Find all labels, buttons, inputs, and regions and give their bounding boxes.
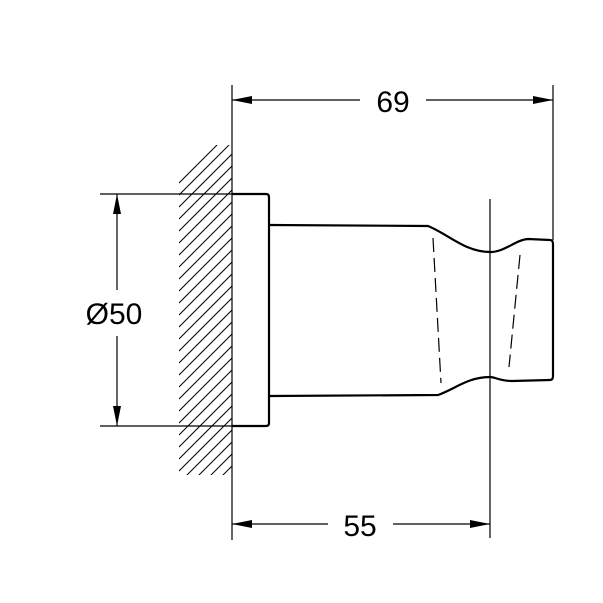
dimension-diameter-50: Ø50 bbox=[86, 194, 143, 426]
hatch-line bbox=[179, 153, 232, 208]
hatch-line bbox=[179, 213, 232, 268]
rosette-flange bbox=[232, 192, 271, 428]
hatch-line bbox=[179, 357, 232, 412]
hatch-line bbox=[179, 514, 232, 567]
hatch-line bbox=[179, 177, 232, 232]
hatch-line bbox=[179, 490, 232, 543]
hatch-line bbox=[179, 285, 232, 340]
hatch-line bbox=[179, 381, 232, 436]
hatch-line bbox=[179, 165, 232, 220]
hatch-line bbox=[179, 237, 232, 292]
hatch-line bbox=[179, 345, 232, 400]
hatch-line bbox=[179, 309, 232, 364]
hatch-line bbox=[179, 369, 232, 424]
wall-hatching bbox=[179, 145, 232, 567]
hatch-line bbox=[186, 429, 232, 475]
dimension-55: 55 bbox=[232, 510, 490, 543]
hatch-line bbox=[179, 417, 232, 472]
dimension-label-55: 55 bbox=[343, 510, 376, 543]
hidden-edge-left bbox=[432, 237, 442, 384]
hatch-line bbox=[222, 465, 232, 475]
hatch-line bbox=[179, 333, 232, 388]
hatch-line bbox=[179, 145, 230, 196]
hatch-line bbox=[179, 273, 232, 328]
hatch-line bbox=[179, 189, 232, 244]
hatch-line bbox=[179, 321, 232, 376]
holder-body bbox=[269, 223, 555, 398]
hatch-line bbox=[210, 453, 232, 475]
hatch-line bbox=[179, 249, 232, 304]
hatch-line bbox=[179, 201, 232, 256]
hatch-line bbox=[179, 393, 232, 448]
hatch-line bbox=[198, 441, 232, 475]
dimension-label-diameter-50: Ø50 bbox=[86, 298, 143, 331]
hatch-line bbox=[179, 145, 218, 184]
hatch-line bbox=[179, 297, 232, 352]
dimension-label-69: 69 bbox=[376, 86, 409, 119]
hatch-line bbox=[179, 502, 232, 555]
hatch-line bbox=[179, 405, 232, 460]
hatch-line bbox=[179, 225, 232, 280]
hatch-line bbox=[179, 261, 232, 316]
hatch-line bbox=[179, 478, 232, 531]
dimension-69: 69 bbox=[232, 86, 553, 119]
hidden-edge-right bbox=[508, 254, 521, 368]
